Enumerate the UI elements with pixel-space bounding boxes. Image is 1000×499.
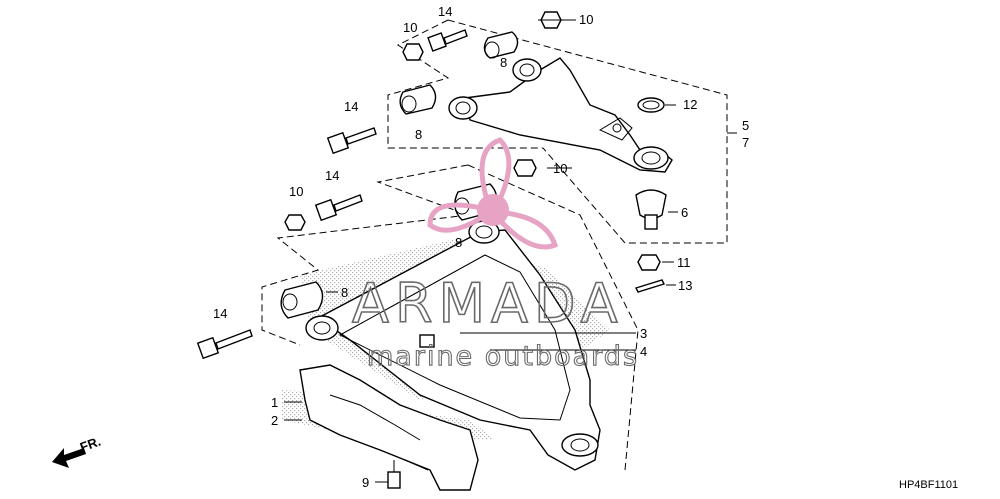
leader-lines [284, 19, 678, 483]
callout-10: 10 [579, 12, 593, 27]
dashed-frames [261, 19, 737, 471]
callout-10: 10 [553, 161, 567, 176]
upper-control-arm [448, 57, 673, 173]
callout-14: 14 [213, 306, 227, 321]
callout-2: 2 [271, 413, 278, 428]
callout-12: 12 [683, 97, 697, 112]
callout-14: 14 [344, 99, 358, 114]
callout-7: 7 [742, 135, 749, 150]
callout-8: 8 [500, 55, 507, 70]
callout-10: 10 [289, 184, 303, 199]
callout-8: 8 [341, 285, 348, 300]
callout-4: 4 [640, 344, 647, 359]
callout-11: 11 [677, 255, 691, 270]
watermark-subtitle: marine outboards [367, 341, 639, 372]
part-code: HP4BF1101 [899, 479, 958, 491]
callout-8: 8 [415, 127, 422, 142]
small-parts [387, 97, 667, 489]
callouts: 10 14 10 8 14 8 12 5 7 10 14 10 6 8 11 1… [213, 4, 749, 490]
callout-1: 1 [271, 395, 278, 410]
armada-logo-icon [427, 137, 559, 250]
callout-8: 8 [455, 235, 462, 250]
lower-control-arm [305, 220, 601, 471]
arrow-left-icon [52, 448, 86, 468]
bolts [196, 29, 468, 360]
callout-9: 9 [362, 475, 369, 490]
callout-5: 5 [742, 118, 749, 133]
callout-6: 6 [681, 205, 688, 220]
callout-10: 10 [403, 20, 417, 35]
front-label: FR. [78, 434, 103, 455]
callout-3: 3 [640, 326, 647, 341]
callout-14: 14 [325, 168, 339, 183]
watermark: ARMADA marine outboards [351, 137, 639, 373]
callout-14: 14 [438, 4, 452, 19]
callout-13: 13 [678, 278, 692, 293]
skid-plate [299, 364, 479, 491]
front-indicator: FR. [52, 434, 103, 468]
nuts [284, 11, 661, 271]
watermark-title: ARMADA [352, 272, 624, 335]
